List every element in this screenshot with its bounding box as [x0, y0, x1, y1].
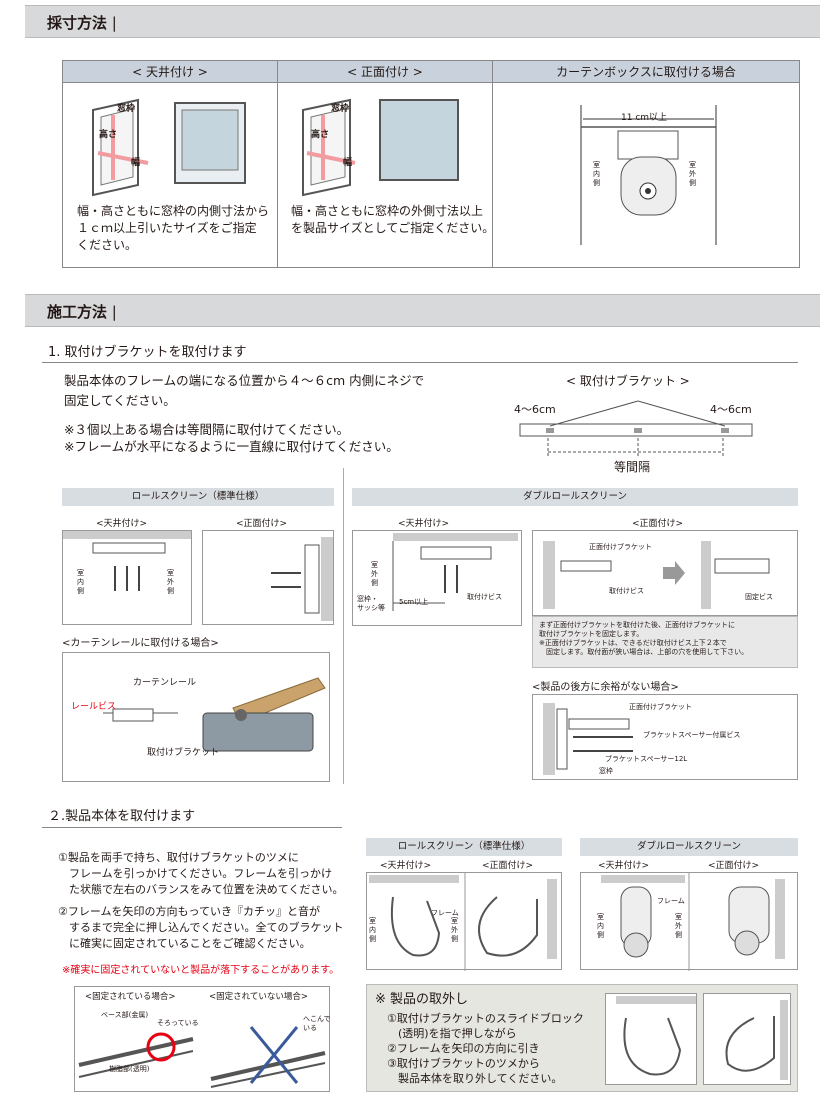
bracket-diagram	[519, 400, 753, 458]
back-box: 正面付けブラケット ブラケットスペーサー付属ビス ブラケットスペーサー12L 窓…	[532, 694, 798, 780]
double-note: まず正面付けブラケットを取付けた後、正面付けブラケットに 取付けブラケットを固定…	[532, 616, 798, 668]
label-width: 幅	[131, 158, 141, 168]
curtain-box-illustration	[580, 105, 717, 245]
fixed-compare-box: <固定されている場合> <固定されていない場合> ベース部(金属) そろっている…	[74, 986, 331, 1092]
step2-roll-ceiling: <天井付け>	[380, 861, 432, 871]
dim-right: 4～6cm	[710, 403, 752, 416]
spacer-label: ブラケットスペーサー12L	[605, 755, 688, 763]
double-screw-label: 取付けビス	[467, 593, 502, 601]
step1-note1: ※３個以上ある場合は等間隔に取付けてください。	[64, 422, 350, 437]
double-ceiling-box: 室外側 窓枠・ サッシ等 5cm以上 取付けビス	[352, 530, 522, 626]
sash-label: 窓枠・ サッシ等	[357, 595, 385, 612]
step2-warning: ※確実に固定されていないと製品が落下することがあります。	[62, 965, 340, 976]
header-curtain-box: カーテンボックスに取付ける場合	[493, 61, 799, 83]
double-front-box: 正面付けブラケット 取付けビス 固定ビス	[532, 530, 798, 616]
step1-note2: ※フレームが水平になるように一直線に取付けてください。	[64, 439, 399, 454]
step2-roll-box: 室内側 フレーム 室外側	[366, 872, 562, 971]
step2-double-box: 室内側 フレーム 室外側	[580, 872, 798, 971]
install-section-header: 施工方法 |	[25, 294, 820, 327]
double-front-label: <正面付け>	[632, 519, 684, 529]
bracket-title: < 取付けブラケット >	[566, 374, 690, 388]
label-window-frame-front: 窓枠	[331, 104, 350, 114]
resin-label: 樹脂部(透明)	[109, 1065, 150, 1073]
rail-title: <カーテンレールに取付ける場合>	[62, 638, 219, 649]
roll-front-box	[202, 530, 334, 625]
double-ceiling-label: <天井付け>	[398, 519, 450, 529]
removal-text: ①取付けブラケットのスライドブロック (透明)を指で押しながら ②フレームを矢印…	[387, 1012, 584, 1085]
measure-section-title: 採寸方法 |	[47, 14, 117, 32]
step2-double-frame: フレーム	[657, 897, 685, 905]
roll-ceiling-label: <天井付け>	[96, 519, 148, 529]
step2-double-indoor: 室内側	[597, 913, 604, 939]
back-title: <製品の後方に余裕がない場合>	[532, 682, 679, 693]
front-mount-illustration	[302, 98, 459, 197]
base-label: ベース部(金属)	[101, 1011, 149, 1019]
roll-indoor: 室内側	[77, 569, 84, 595]
rail-screw-label: レールビス	[71, 702, 117, 712]
back-window-frame-label: 窓枠	[599, 767, 613, 775]
curtain-rail-label: カーテンレール	[133, 678, 197, 688]
step2-roll-header: ロールスクリーン（標準仕様）	[366, 838, 562, 856]
install-section-title: 施工方法 |	[47, 303, 117, 321]
label-height: 高さ	[99, 130, 118, 140]
step2-double-ceiling: <天井付け>	[598, 861, 650, 871]
label-height-front: 高さ	[311, 130, 330, 140]
label-11cm: 11 cm以上	[621, 113, 668, 123]
removal-box: ※ 製品の取外し ①取付けブラケットのスライドブロック (透明)を指で押しながら…	[366, 984, 798, 1092]
not-fixed-label: <固定されていない場合>	[209, 992, 308, 1002]
back-front-bracket-label: 正面付けブラケット	[629, 703, 692, 711]
roll-ceiling-box: 室内側 室外側	[62, 530, 192, 625]
label-indoor: 室内側	[593, 161, 600, 187]
removal-title: ※ 製品の取外し	[375, 992, 469, 1007]
step2-roll-front: <正面付け>	[482, 861, 534, 871]
step1-title: 1. 取付けブラケットを取付けます	[48, 345, 247, 360]
fixed-label: <固定されている場合>	[85, 992, 176, 1002]
label-outdoor: 室外側	[689, 161, 696, 187]
spacer-screw-label: ブラケットスペーサー付属ビス	[643, 731, 741, 739]
step2-frame: フレーム	[431, 909, 459, 917]
step2-item1: ①製品を両手で持ち、取付けブラケットのツメに フレームを引っかけてください。フレ…	[58, 851, 344, 896]
step2-indoor: 室内側	[369, 917, 376, 943]
header-front: < 正面付け >	[278, 61, 492, 83]
roll-front-label: <正面付け>	[236, 519, 288, 529]
step2-double-outdoor: 室外側	[675, 913, 682, 939]
front-caption: 幅・高さともに窓枠の外側寸法以上 を製品サイズとしてご指定ください。	[291, 204, 495, 235]
label-window-frame: 窓枠	[117, 104, 136, 114]
rail-bracket-label: 取付けブラケット	[147, 748, 220, 758]
rail-box: カーテンレール レールビス 取付けブラケット	[62, 652, 330, 782]
roll-header: ロールスクリーン（標準仕様）	[62, 488, 334, 506]
step2-double-front: <正面付け>	[708, 861, 760, 871]
equal-spacing: 等間隔	[614, 460, 651, 474]
label-width-front: 幅	[343, 158, 353, 168]
double-header: ダブルロールスクリーン	[352, 488, 798, 506]
ceiling-mount-illustration	[92, 98, 246, 197]
roll-outdoor: 室外側	[167, 569, 174, 595]
step1-text: 製品本体のフレームの端になる位置から４～６cm 内側にネジで 固定してください。	[64, 373, 425, 408]
measure-table: < 天井付け > < 正面付け > カーテンボックスに取付ける場合 窓枠 高さ …	[62, 60, 800, 268]
double-note-text: まず正面付けブラケットを取付けた後、正面付けブラケットに 取付けブラケットを固定…	[539, 621, 749, 656]
removal-illustration-1	[605, 993, 697, 1085]
ceiling-caption: 幅・高さともに窓枠の内側寸法から １ｃｍ以上引いたサイズをご指定 ください。	[77, 204, 270, 252]
step2-title: ２.製品本体を取付けます	[48, 809, 196, 824]
step2-outdoor: 室外側	[451, 917, 458, 943]
measure-section-header: 採寸方法 |	[25, 5, 820, 38]
step2-item2: ②フレームを矢印の方向もっていき『カチッ』と音が するまで完全に押し込んでくださ…	[58, 905, 344, 950]
step2-double-header: ダブルロールスクリーン	[580, 838, 798, 856]
dented-label: へこんで いる	[303, 1015, 331, 1032]
front-bracket-label: 正面付けブラケット	[589, 543, 652, 551]
dim-left: 4～6cm	[514, 403, 556, 416]
double-outdoor: 室外側	[371, 561, 378, 587]
screw2-label: 取付けビス	[609, 587, 644, 595]
aligned-label: そろっている	[157, 1019, 199, 1027]
header-ceiling: < 天井付け >	[63, 61, 277, 83]
removal-illustration-2	[703, 993, 791, 1085]
min5-label: 5cm以上	[399, 598, 429, 606]
fix-screw-label: 固定ビス	[745, 593, 773, 601]
